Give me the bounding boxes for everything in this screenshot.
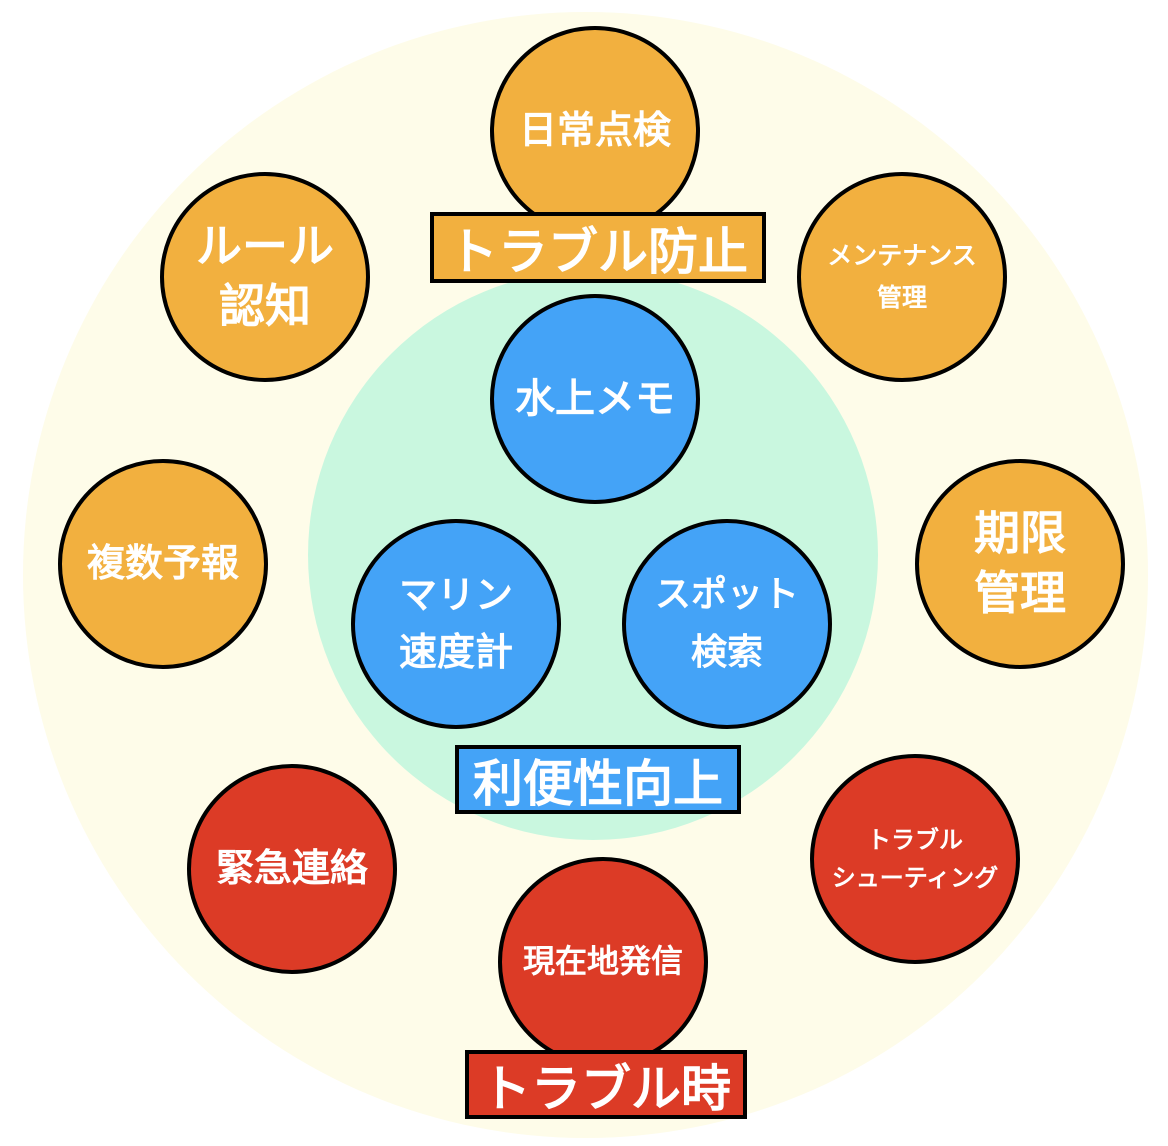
node-label: 水上メモ [515,376,675,422]
node-label: 管理 [876,283,927,312]
node-emergency-contact: 緊急連絡 [187,764,397,974]
node-spot-search: スポット 検索 [622,519,832,729]
group-label-convenience: 利便性向上 [455,745,741,814]
node-water-memo: 水上メモ [490,294,700,504]
node-label: 認知 [219,279,311,333]
node-label: シューティング [831,864,999,892]
node-label: 現在地発信 [522,942,683,981]
node-daily-check: 日常点検 [490,26,700,236]
node-label: 日常点検 [518,108,671,153]
node-maintenance: メンテナンス 管理 [797,172,1007,382]
node-location-send: 現在地発信 [498,857,708,1067]
node-label: トラブル [867,825,963,854]
node-label: 緊急連絡 [215,846,368,891]
node-forecast: 複数予報 [58,459,268,669]
node-label: 検索 [690,632,763,673]
node-label: 複数予報 [86,541,239,586]
group-label-trouble: トラブル時 [465,1050,747,1119]
node-label: メンテナンス [827,240,977,270]
node-rule-awareness: ルール 認知 [160,172,370,382]
node-label: 速度計 [398,630,513,674]
node-label: 期限 [974,506,1066,561]
node-label: マリン [398,573,513,617]
node-label: ルール [196,219,334,274]
node-deadline: 期限 管理 [915,459,1125,669]
node-troubleshooting: トラブル シューティング [810,754,1020,964]
group-label-prevention: トラブル防止 [430,212,766,283]
node-marine-speedometer: マリン 速度計 [351,519,561,729]
node-label: 管理 [974,566,1066,620]
node-label: スポット [654,574,799,616]
